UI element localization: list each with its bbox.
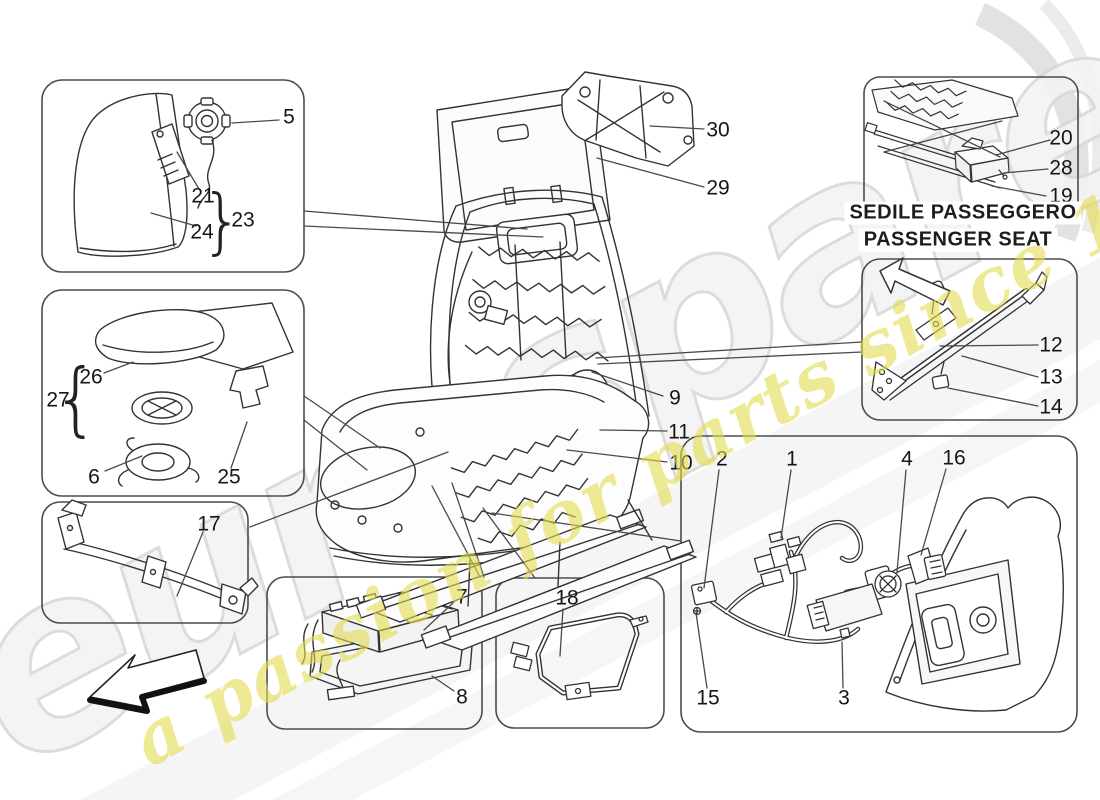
panel-boxes	[42, 77, 1078, 732]
callout-29: 29	[706, 176, 730, 200]
harness-box	[681, 436, 1077, 732]
callout-19: 19	[1049, 184, 1073, 208]
callout-8: 8	[456, 685, 468, 709]
ecu-box	[267, 577, 482, 729]
caption-italian: SEDILE PASSEGGERO	[844, 201, 1082, 225]
callout-14: 14	[1039, 395, 1063, 419]
callout-15: 15	[696, 686, 720, 710]
callout-6: 6	[88, 465, 100, 489]
callout-21: 21	[191, 184, 215, 208]
callout-12: 12	[1039, 333, 1063, 357]
cushion-parts-art	[96, 303, 293, 486]
callout-10: 10	[669, 451, 693, 475]
callout-9: 9	[669, 386, 681, 410]
callout-11: 11	[668, 420, 690, 444]
callout-24: 24	[190, 220, 214, 244]
callout-18: 18	[555, 586, 579, 610]
watermark-band-2	[28, 178, 1100, 800]
headrest-box	[42, 80, 304, 272]
caption-english: PASSENGER SEAT	[858, 228, 1058, 252]
callout-26: 26	[79, 365, 103, 389]
callout-28: 28	[1049, 156, 1073, 180]
brace-27: {	[52, 352, 100, 446]
leader-lines	[104, 101, 1050, 691]
brace-23: }	[201, 179, 243, 263]
harness-connectors	[691, 532, 946, 638]
headrest-speaker	[184, 98, 230, 208]
callout-20: 20	[1049, 126, 1073, 150]
harness-art	[691, 497, 1063, 711]
callout-5: 5	[283, 105, 295, 129]
crossbar-box	[42, 502, 248, 623]
callout-17: 17	[197, 512, 221, 536]
backrest-top-bracket	[562, 72, 694, 166]
wire-frame-art	[511, 615, 648, 700]
seat-side-trim	[886, 497, 1063, 711]
callout-16: 16	[942, 446, 966, 470]
passenger-seat-art	[865, 79, 1018, 188]
seat-rails	[356, 500, 696, 650]
callout-25: 25	[217, 465, 241, 489]
crossbar-art	[58, 500, 258, 614]
callout-2: 2	[716, 447, 728, 471]
seat-blower	[119, 438, 199, 486]
callout-3: 3	[838, 686, 850, 710]
callout-13: 13	[1039, 365, 1063, 389]
watermark-band	[0, 99, 1100, 800]
cushion-frame	[315, 375, 649, 565]
seat-assembly-art	[315, 72, 696, 650]
cushion-parts-box	[42, 290, 304, 496]
callout-4: 4	[901, 447, 913, 471]
direction-arrow-small	[880, 258, 950, 305]
watermark-swoosh-2	[1039, 0, 1100, 234]
callout-7: 7	[456, 585, 468, 609]
callout-1: 1	[786, 447, 798, 471]
seat-speaker	[132, 392, 192, 424]
callout-30: 30	[706, 118, 730, 142]
rail-bracket-box	[862, 259, 1077, 420]
watermark-swoosh	[974, 3, 1089, 242]
callout-23: 23	[231, 208, 255, 232]
direction-arrow-left	[90, 650, 204, 711]
rail-bracket-art	[872, 258, 1047, 400]
callout-27: 27	[46, 388, 70, 412]
